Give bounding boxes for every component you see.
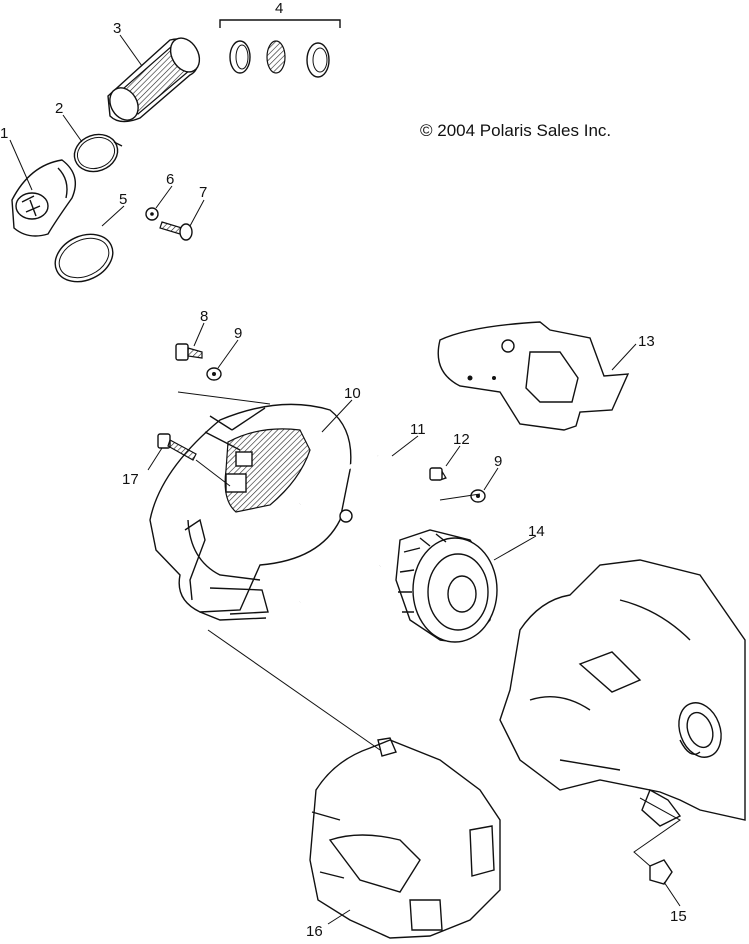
part-17-screw (157, 433, 197, 461)
part-3-duct-boot (107, 37, 201, 123)
assembly-lines (177, 391, 681, 867)
callout-15: 15 (670, 908, 687, 925)
callout-14: 14 (528, 523, 545, 540)
copyright-text: © 2004 Polaris Sales Inc. (420, 121, 611, 140)
part-10-fan-housing (149, 403, 353, 621)
callout-8: 8 (200, 308, 208, 325)
part-11-hose (298, 454, 413, 604)
callout-13: 13 (638, 333, 655, 350)
part-8-bolt (175, 343, 203, 361)
callout-5: 5 (119, 191, 127, 208)
leader-lines (9, 34, 681, 925)
callout-11: 11 (410, 421, 426, 438)
callout-7: 7 (199, 184, 207, 201)
part-14-flywheel (395, 529, 498, 643)
part-12-bolt (429, 467, 447, 481)
callout-4: 4 (275, 0, 283, 17)
part-1-intake-cover (11, 159, 76, 237)
part-9-washer (206, 367, 222, 381)
callout-9: 9 (234, 325, 242, 342)
callout-16: 16 (306, 923, 323, 940)
part-13-gasket (437, 321, 630, 431)
callout-1: 1 (0, 125, 8, 142)
callout-3: 3 (113, 20, 121, 37)
part-4-ring-set (219, 19, 341, 78)
callout-10: 10 (344, 385, 361, 402)
callout-12: 12 (453, 431, 470, 448)
part-15-nut (649, 859, 673, 885)
part-6-washer (145, 207, 159, 221)
callout-6: 6 (166, 171, 174, 188)
callouts: 1 2 3 4 5 6 7 8 9 10 11 12 9 13 14 15 16… (0, 0, 687, 940)
part-9-washer-b (470, 489, 486, 503)
callout-17: 17 (122, 471, 139, 488)
callout-9b: 9 (494, 453, 502, 470)
part-16-shroud (309, 737, 501, 939)
part-5-o-ring (54, 233, 114, 283)
callout-2: 2 (55, 100, 63, 117)
part-7-screw (159, 221, 193, 241)
engine-block (499, 559, 746, 827)
part-2-clamp (73, 133, 123, 173)
